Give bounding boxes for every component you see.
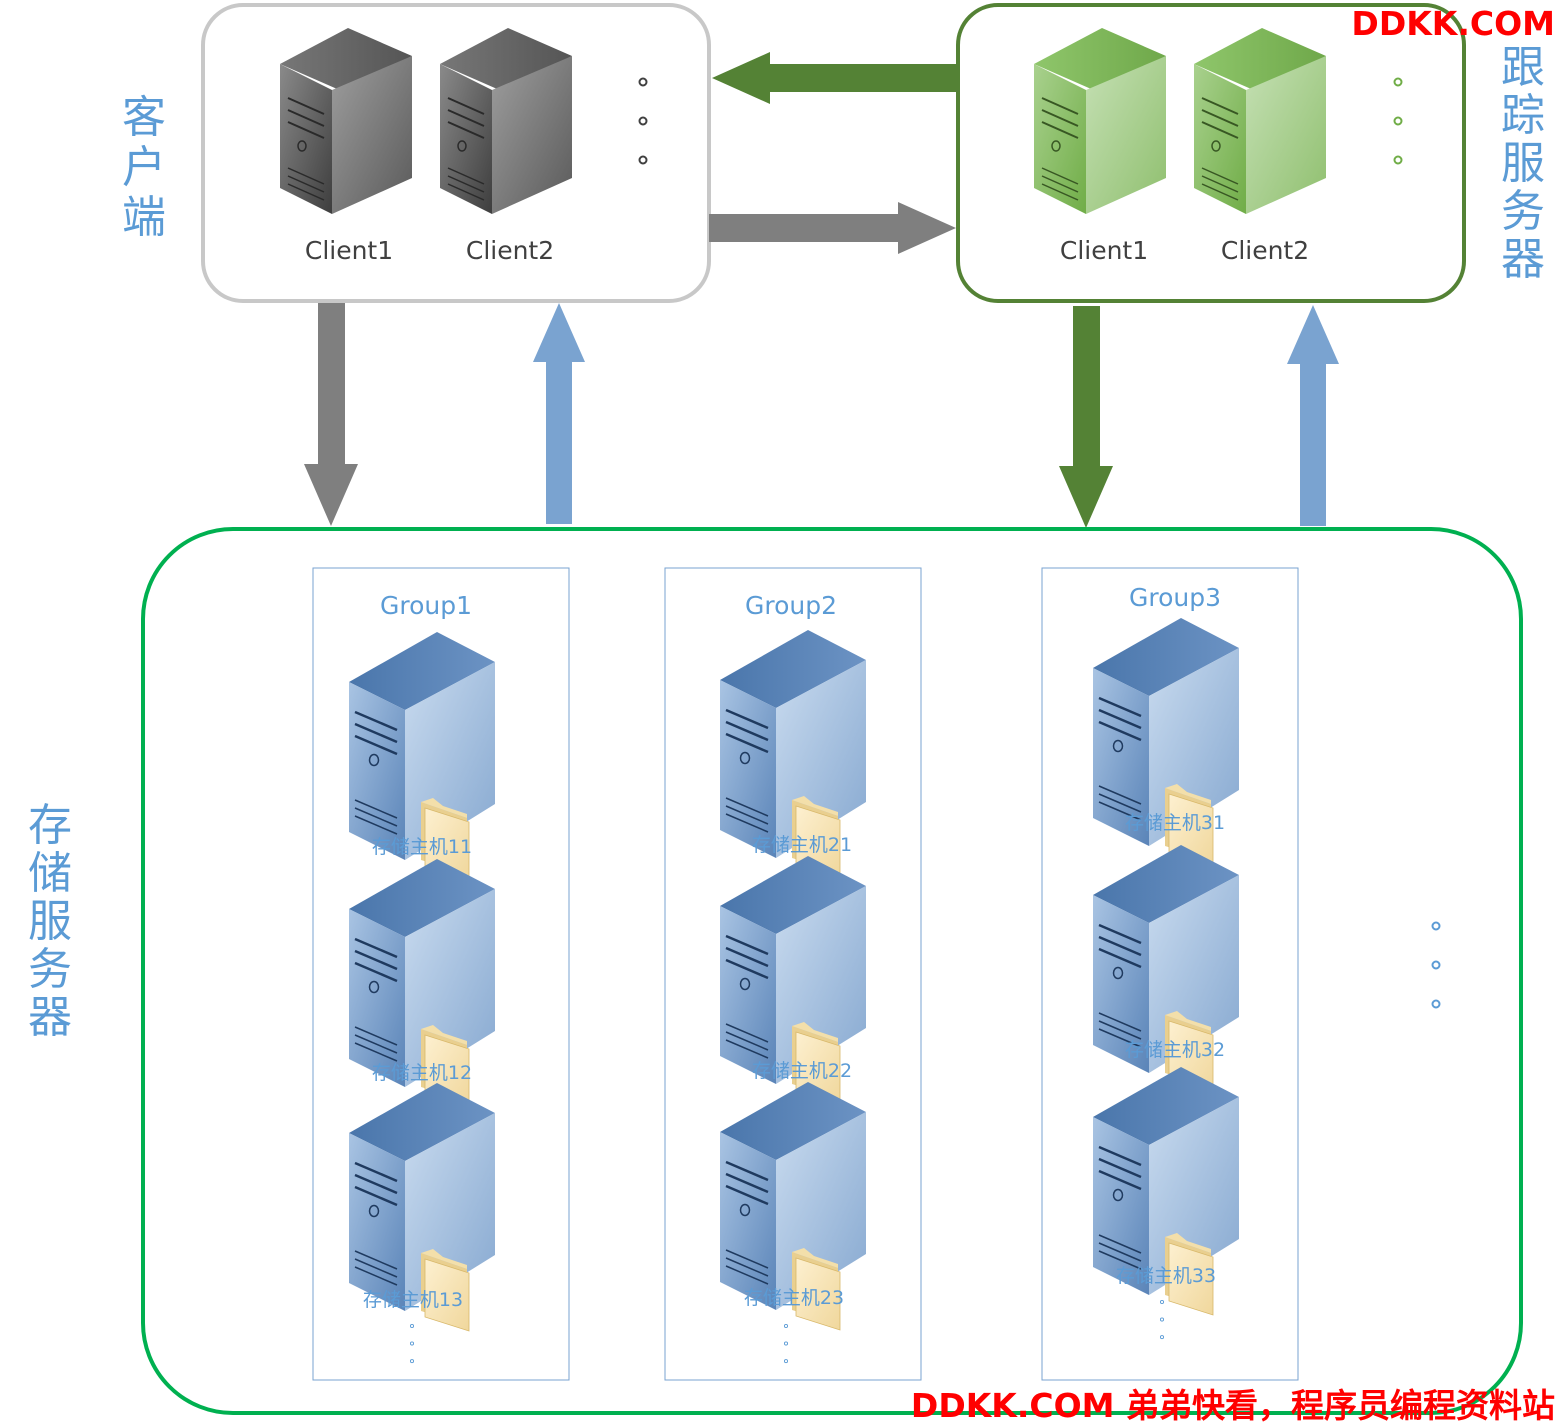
storage-group: Group3 存储主机31 存储主机32 存储主机33 (1041, 567, 1299, 1381)
tracker-box: Client1 Client2 (956, 3, 1466, 303)
client-server-label: Client2 (466, 236, 554, 265)
storage-host-label: 存储主机22 (752, 1060, 852, 1082)
arrow-storage-to-client (533, 303, 585, 524)
watermark-top: DDKK.COM (1351, 4, 1555, 43)
client-label: 客户端 (122, 92, 166, 243)
storage-label: 存储服务器 (28, 800, 72, 1043)
arrow-tracker-to-client (712, 52, 958, 104)
storage-group: Group2 存储主机21 存储主机22 存储主机23 (664, 567, 922, 1381)
server-icon (279, 27, 413, 215)
group-title: Group3 (1129, 583, 1221, 612)
server-icon (439, 27, 573, 215)
storage-host-label: 存储主机32 (1125, 1039, 1225, 1061)
storage-group: Group1 存储主机11 存储主机12 存储主机13 (312, 567, 570, 1381)
tracker-server-label: Client1 (1060, 236, 1148, 265)
arrow-client-to-tracker (709, 202, 956, 254)
group-title: Group2 (745, 591, 837, 620)
storage-box (141, 527, 1523, 1415)
watermark-bottom: DDKK.COM 弟弟快看，程序员编程资料站 (911, 1386, 1555, 1422)
storage-host-label: 存储主机23 (744, 1287, 844, 1309)
tracker-label: 跟踪服务器 (1501, 42, 1545, 285)
arrow-storage-to-tracker (1287, 305, 1339, 526)
storage-host-label: 存储主机13 (363, 1289, 463, 1311)
group-title: Group1 (380, 591, 472, 620)
storage-host-label: 存储主机11 (372, 836, 472, 858)
storage-host-label: 存储主机31 (1125, 812, 1225, 834)
client-server-label: Client1 (305, 236, 393, 265)
storage-host-label: 存储主机21 (752, 834, 852, 856)
client-box: Client1 Client2 (201, 3, 711, 303)
server-icon (1193, 27, 1327, 215)
tracker-server-label: Client2 (1221, 236, 1309, 265)
server-icon (1033, 27, 1167, 215)
arrow-tracker-to-storage (1059, 306, 1113, 528)
storage-host-label: 存储主机12 (372, 1062, 472, 1084)
more-groups-dots-icon (1431, 921, 1441, 1009)
arrow-client-to-storage (304, 303, 358, 526)
storage-host-label: 存储主机33 (1116, 1265, 1216, 1287)
